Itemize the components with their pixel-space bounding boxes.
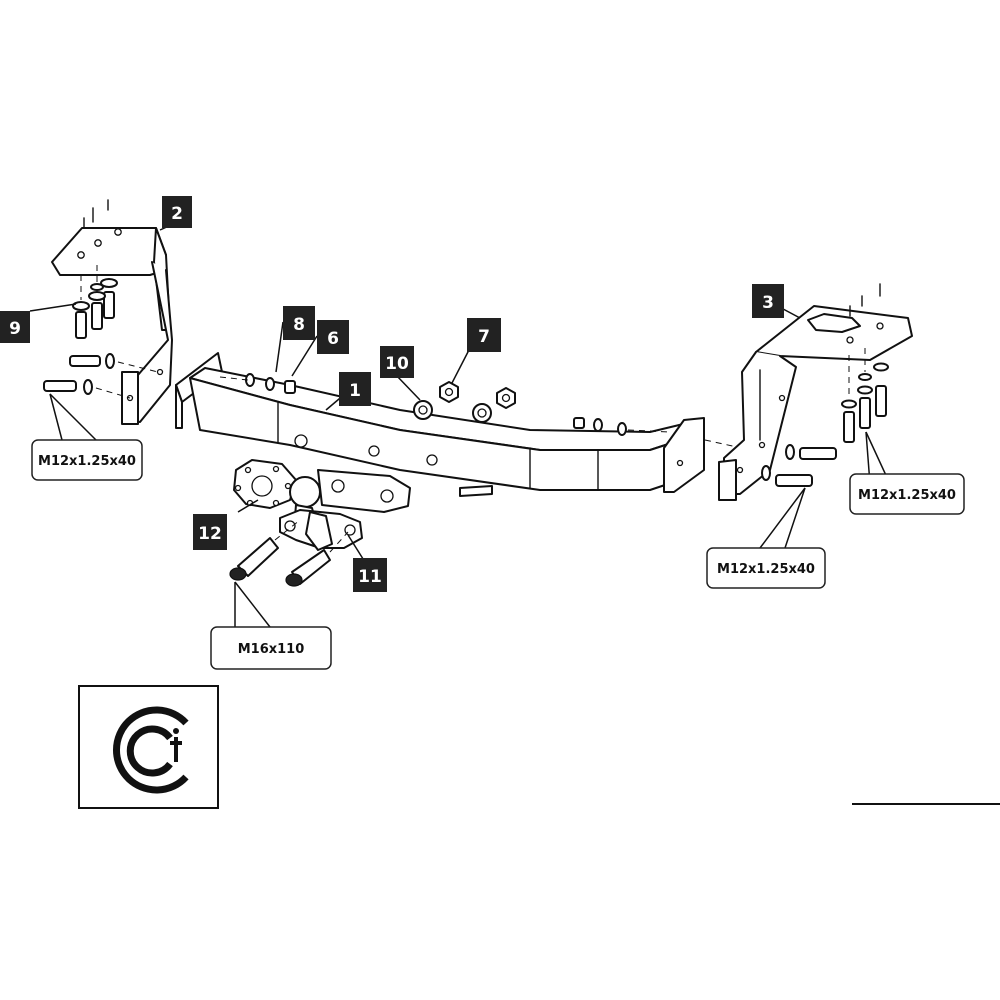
ball-mount-plate — [233, 459, 297, 509]
left-bracket-vertical-bolts — [72, 265, 118, 339]
spec-callout-left-bolt: M12x1.25x40 — [31, 439, 143, 481]
beam-nut-washer-set — [413, 381, 516, 423]
part-tag-9-label: 9 — [9, 319, 21, 339]
ball-mount-long-bolts — [229, 519, 349, 587]
spec-callout-right-bolt-upper: M12x1.25x40 — [849, 473, 965, 515]
part-tag-8-label: 8 — [293, 315, 305, 335]
part-tag-2: 2 — [162, 196, 192, 228]
beam-bolt-washer-set-left — [219, 373, 296, 394]
certification-mark-text: CTP — [175, 799, 177, 801]
certification-mark-icon — [113, 706, 189, 794]
part-tag-1-label: 1 — [349, 381, 361, 401]
part-tag-3: 3 — [752, 284, 784, 318]
certification-mark-box: CTP — [78, 685, 219, 809]
part-tag-11: 11 — [353, 558, 387, 592]
part-tag-10-label: 10 — [385, 354, 409, 374]
part-tag-7-label: 7 — [478, 327, 490, 347]
tow-ball-assembly — [279, 469, 411, 551]
part-tag-6-label: 6 — [327, 329, 339, 349]
main-cross-beam — [175, 352, 761, 497]
part-tag-11-label: 11 — [358, 567, 382, 587]
part-tag-9: 9 — [0, 311, 30, 343]
part-tag-8: 8 — [283, 306, 315, 340]
beam-bolt-washer-set-right — [573, 417, 671, 436]
spec-right-bolt-upper-text: M12x1.25x40 — [858, 488, 956, 503]
spec-callout-right-bolt-lower: M12x1.25x40 — [706, 547, 826, 589]
part-tag-10: 10 — [380, 346, 414, 378]
part-tag-2-label: 2 — [171, 204, 183, 224]
right-bracket-horizontal-bolts — [761, 444, 837, 487]
left-bracket-horizontal-bolts — [43, 353, 159, 399]
spec-callout-ball-bolt: M16x110 — [210, 626, 332, 670]
left-mounting-bracket — [51, 199, 173, 425]
part-tag-12-label: 12 — [198, 524, 222, 544]
part-tag-7: 7 — [467, 318, 501, 352]
part-tag-6: 6 — [317, 320, 349, 354]
part-tag-12: 12 — [193, 514, 227, 550]
right-mounting-bracket — [718, 283, 913, 501]
spec-right-bolt-lower-text: M12x1.25x40 — [717, 562, 815, 577]
spec-ball-bolt-text: M16x110 — [238, 642, 305, 657]
right-bracket-vertical-bolts — [841, 348, 889, 443]
part-tag-3-label: 3 — [762, 293, 774, 313]
part-tag-1: 1 — [339, 372, 371, 406]
spec-left-bolt-text: M12x1.25x40 — [38, 454, 136, 469]
